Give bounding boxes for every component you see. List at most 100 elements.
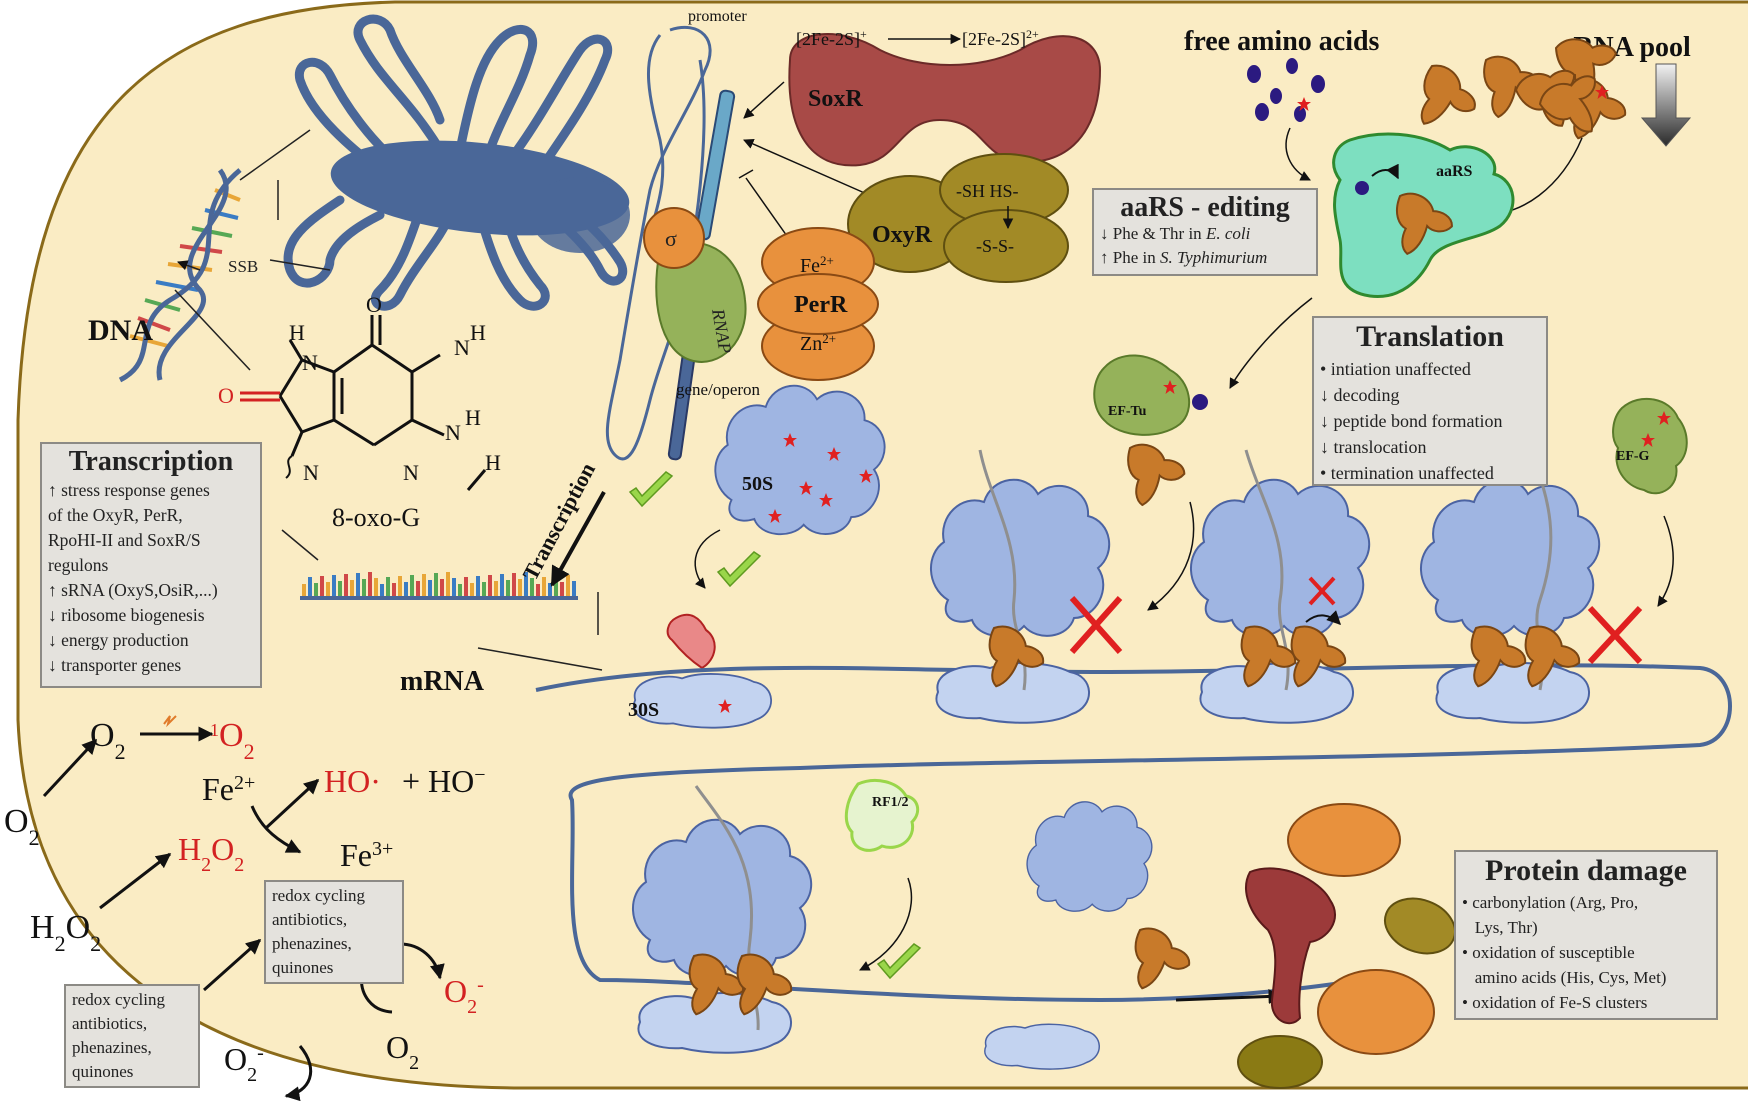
translation-box-title: Translation <box>1356 320 1504 353</box>
atom-h1: H <box>289 320 305 345</box>
aars-editing-box: aaRS - editing ↓ Phe & Thr in E. coli ↑ … <box>1092 188 1318 276</box>
dna-double-helix <box>118 168 242 383</box>
sigma-factor <box>643 207 705 269</box>
redox-outer-item: redox cycling <box>72 990 165 1009</box>
translation-item: ↓ peptide bond formation <box>1320 411 1503 431</box>
transcription-box-title: Transcription <box>68 446 234 477</box>
redox-outer-item: antibiotics, <box>72 1014 148 1033</box>
translation-item: ↓ translocation <box>1320 437 1427 457</box>
ef-g <box>1612 398 1688 495</box>
atom-n2: N <box>454 335 470 360</box>
stall-x-3 <box>1587 605 1643 665</box>
perr-label: PerR <box>794 292 848 318</box>
translation-item: ↓ decoding <box>1320 385 1400 405</box>
mrna-strand <box>535 663 1732 1003</box>
soxr-cluster-oxidized: [2Fe-2S]2+ <box>962 27 1039 49</box>
transcription-box: Transcription ↑ stress response genes of … <box>40 442 262 688</box>
stall-x-2 <box>1308 576 1336 606</box>
chem-superoxide-red: O2- <box>444 973 484 1018</box>
redox-inner-item: redox cycling <box>272 886 365 905</box>
perr-zn: Zn2+ <box>800 331 836 356</box>
redox-outer-item: quinones <box>72 1062 134 1081</box>
oxyr-disulfide: -S-S- <box>976 236 1014 256</box>
free-amino-acids-label: free amino acids <box>1184 26 1380 57</box>
atom-h4: H <box>485 450 501 475</box>
chem-o2: O2 <box>90 717 126 764</box>
protein-damage-box: Protein damage • carbonylation (Arg, Pro… <box>1454 850 1718 1020</box>
soxr <box>788 33 1102 167</box>
gene-operon-label: gene/operon <box>676 380 761 399</box>
transcription-item: ↑ stress response genes <box>48 480 210 500</box>
perr-fe: Fe2+ <box>800 253 834 278</box>
ef-tu-label: EF-Tu <box>1108 404 1147 419</box>
protein-damage-box-list: • carbonylation (Arg, Pro, Lys, Thr)• ox… <box>1462 890 1710 1015</box>
30s-trna-fragment <box>666 613 716 670</box>
oxyr-thiol: -SH HS- <box>956 181 1019 201</box>
dna-label: DNA <box>88 314 153 347</box>
oxyr <box>847 153 1069 283</box>
translation-item: • intiation unaffected <box>1320 359 1471 379</box>
promoter-label: promoter <box>688 8 747 25</box>
aars-editing-line2: ↑ Phe in S. Typhimurium <box>1100 248 1268 267</box>
protein-damage-box-title: Protein damage <box>1485 854 1687 887</box>
perr <box>757 227 879 381</box>
chem-o2-source: O2 <box>4 803 40 850</box>
transcription-item: ↓ energy production <box>48 630 189 650</box>
redox-inner-item: quinones <box>272 958 334 977</box>
chem-fe2: Fe2+ <box>202 771 255 807</box>
soxr-label: SoxR <box>808 86 863 112</box>
redox-inner-item: phenazines, <box>272 934 352 953</box>
transcription-item: regulons <box>48 555 109 575</box>
rf12-label: RF1/2 <box>872 795 909 810</box>
aars-editing-box-title: aaRS - editing <box>1120 192 1290 223</box>
50s-label: 50S <box>742 473 773 495</box>
protein-damage-item: • oxidation of Fe-S clusters <box>1462 993 1648 1012</box>
rnap <box>655 241 747 363</box>
free-30s <box>984 1023 1101 1070</box>
soxr-cluster-reduced: [2Fe-2S]+ <box>796 27 867 49</box>
rf12 <box>844 779 920 852</box>
chem-singlet-oxygen: 1O2 <box>210 717 255 764</box>
oxyr-label: OxyR <box>872 222 933 248</box>
zoom-lines <box>239 129 331 271</box>
ef-tu <box>1093 354 1190 436</box>
chem-h2o2-red: H2O2 <box>178 831 244 876</box>
protein-damage-item: • carbonylation (Arg, Pro, <box>1462 893 1639 912</box>
atom-o-red: O <box>218 383 234 408</box>
atom-h2: H <box>470 320 486 345</box>
transcription-item: ↑ sRNA (OxyS,OsiR,...) <box>48 580 218 600</box>
transcription-arrow <box>550 491 606 587</box>
atom-n5: N <box>303 460 319 485</box>
30s-label: 30S <box>628 699 659 721</box>
chem-hydroxyl-radical: HO· <box>324 763 381 799</box>
transcription-item: ↓ ribosome biogenesis <box>48 605 205 625</box>
aars-label: aaRS <box>1436 163 1473 180</box>
redox-inner-item: antibiotics, <box>272 910 348 929</box>
ros-chemistry: O2 O2 1O2 Fe2+ HO· + HO− H2O2 Fe3+ H2O2 … <box>4 715 486 1102</box>
amino-acid-pool <box>1247 58 1325 122</box>
chem-fe3: Fe3+ <box>340 837 393 873</box>
damaged-proteins <box>1237 803 1456 1089</box>
atom-n4: N <box>445 420 461 445</box>
chem-hydroxide: + HO− <box>402 763 486 799</box>
atom-n3: N <box>403 460 419 485</box>
chem-o2-bottom: O2 <box>386 1029 419 1074</box>
protein-damage-item: • oxidation of susceptible <box>1462 943 1635 962</box>
atom-n1: N <box>302 350 318 375</box>
stall-x-1 <box>1069 596 1123 654</box>
oxo-g-label: 8-oxo-G <box>332 503 420 532</box>
atom-h3: H <box>465 405 481 430</box>
translation-box-list: • intiation unaffected ↓ decoding ↓ peptid… <box>1320 356 1540 486</box>
protein-damage-item: amino acids (His, Cys, Met) <box>1462 968 1667 987</box>
aars-editing-line1: ↓ Phe & Thr in E. coli <box>1100 224 1251 243</box>
transcription-item: of the OxyR, PerR, <box>48 505 183 525</box>
redox-box-inner: redox cycling antibiotics, phenazines, quin… <box>264 880 404 984</box>
translation-item: • termination unaffected <box>1320 463 1494 483</box>
8-oxo-g-structure <box>278 315 487 491</box>
transcription-box-list: ↑ stress response genes of the OxyR, PerR… <box>48 478 254 678</box>
atom-o-top: O <box>366 292 382 317</box>
translation-box: Translation • intiation unaffected ↓ deco… <box>1312 316 1548 486</box>
trna-pool-arrow <box>1640 63 1692 147</box>
transcription-item: RpoHI-II and SoxR/S <box>48 530 201 550</box>
chem-superoxide: O2- <box>224 1041 264 1086</box>
